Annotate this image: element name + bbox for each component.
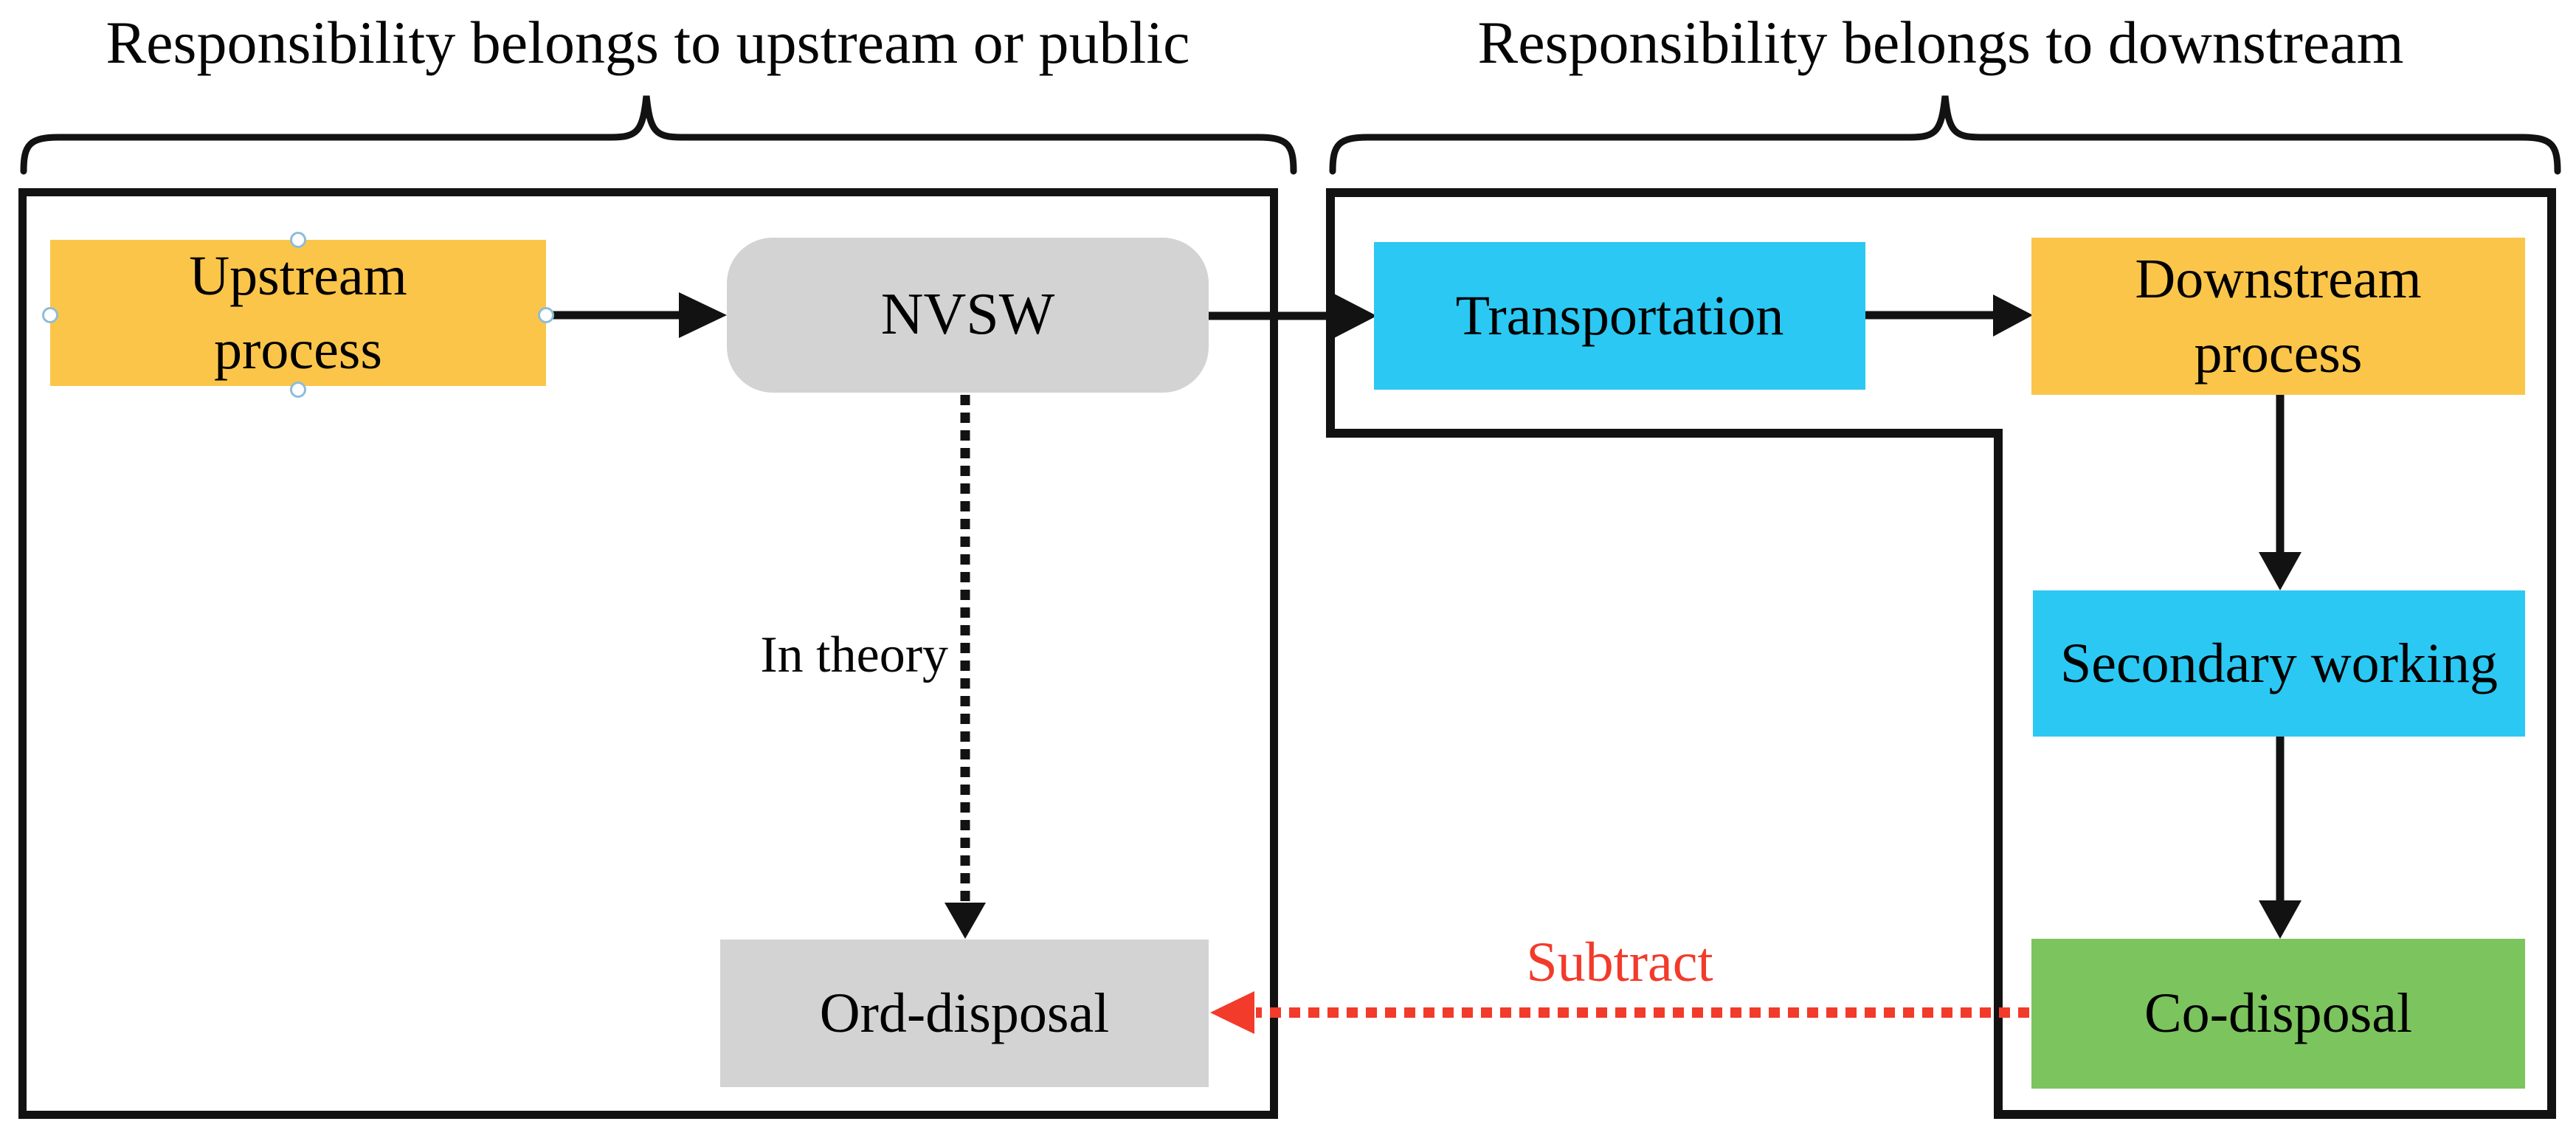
node-nvsw-label: NVSW — [880, 282, 1055, 348]
edge-label-subtract: Subtract — [1526, 931, 1713, 993]
node-transportation[interactable]: Transportation — [1374, 242, 1865, 390]
brace-right — [1329, 95, 2561, 175]
arrow-nvsw-to-transportation — [1209, 293, 1377, 339]
node-nvsw[interactable]: NVSW — [727, 238, 1209, 393]
edge-label-in-theory: In theory — [760, 627, 948, 683]
section-title-downstream: Responsibility belongs to downstream — [1477, 9, 2404, 76]
left-container-border — [18, 188, 1278, 1119]
node-transportation-label: Transportation — [1455, 284, 1784, 347]
arrow-upstream-to-nvsw — [550, 292, 727, 338]
arrow-nvsw-to-ord-disposal-dotted — [945, 395, 986, 939]
arrow-transportation-to-downstream — [1865, 294, 2033, 337]
node-downstream-process-label-line2: process — [2194, 322, 2363, 385]
arrow-downstream-to-secondary — [2259, 395, 2302, 590]
selection-handle-right[interactable] — [538, 307, 554, 323]
section-title-upstream: Responsibility belongs to upstream or pu… — [106, 9, 1190, 76]
node-ord-disposal[interactable]: Ord-disposal — [720, 940, 1209, 1087]
arrow-co-disposal-to-ord-disposal-subtract — [1210, 991, 2029, 1034]
node-upstream-process-label-line2: process — [214, 319, 382, 381]
selection-handle-top[interactable] — [290, 232, 306, 248]
selection-handle-left[interactable] — [42, 307, 58, 323]
node-ord-disposal-label: Ord-disposal — [819, 982, 1110, 1044]
node-downstream-process-label-line1: Downstream — [2135, 248, 2422, 311]
brace-left — [20, 95, 1297, 175]
node-downstream-process[interactable]: Downstream process — [2031, 238, 2525, 395]
node-upstream-process-label-line1: Upstream — [189, 244, 407, 307]
selection-handle-bottom[interactable] — [290, 382, 306, 398]
node-upstream-process[interactable]: Upstream process — [50, 240, 546, 386]
right-container-border — [1326, 188, 2556, 1119]
node-co-disposal-label: Co-disposal — [2144, 982, 2413, 1045]
arrow-secondary-to-co-disposal — [2259, 737, 2302, 939]
node-co-disposal[interactable]: Co-disposal — [2031, 939, 2525, 1089]
node-secondary-working[interactable]: Secondary working — [2033, 590, 2525, 737]
node-secondary-working-label: Secondary working — [2059, 632, 2499, 694]
